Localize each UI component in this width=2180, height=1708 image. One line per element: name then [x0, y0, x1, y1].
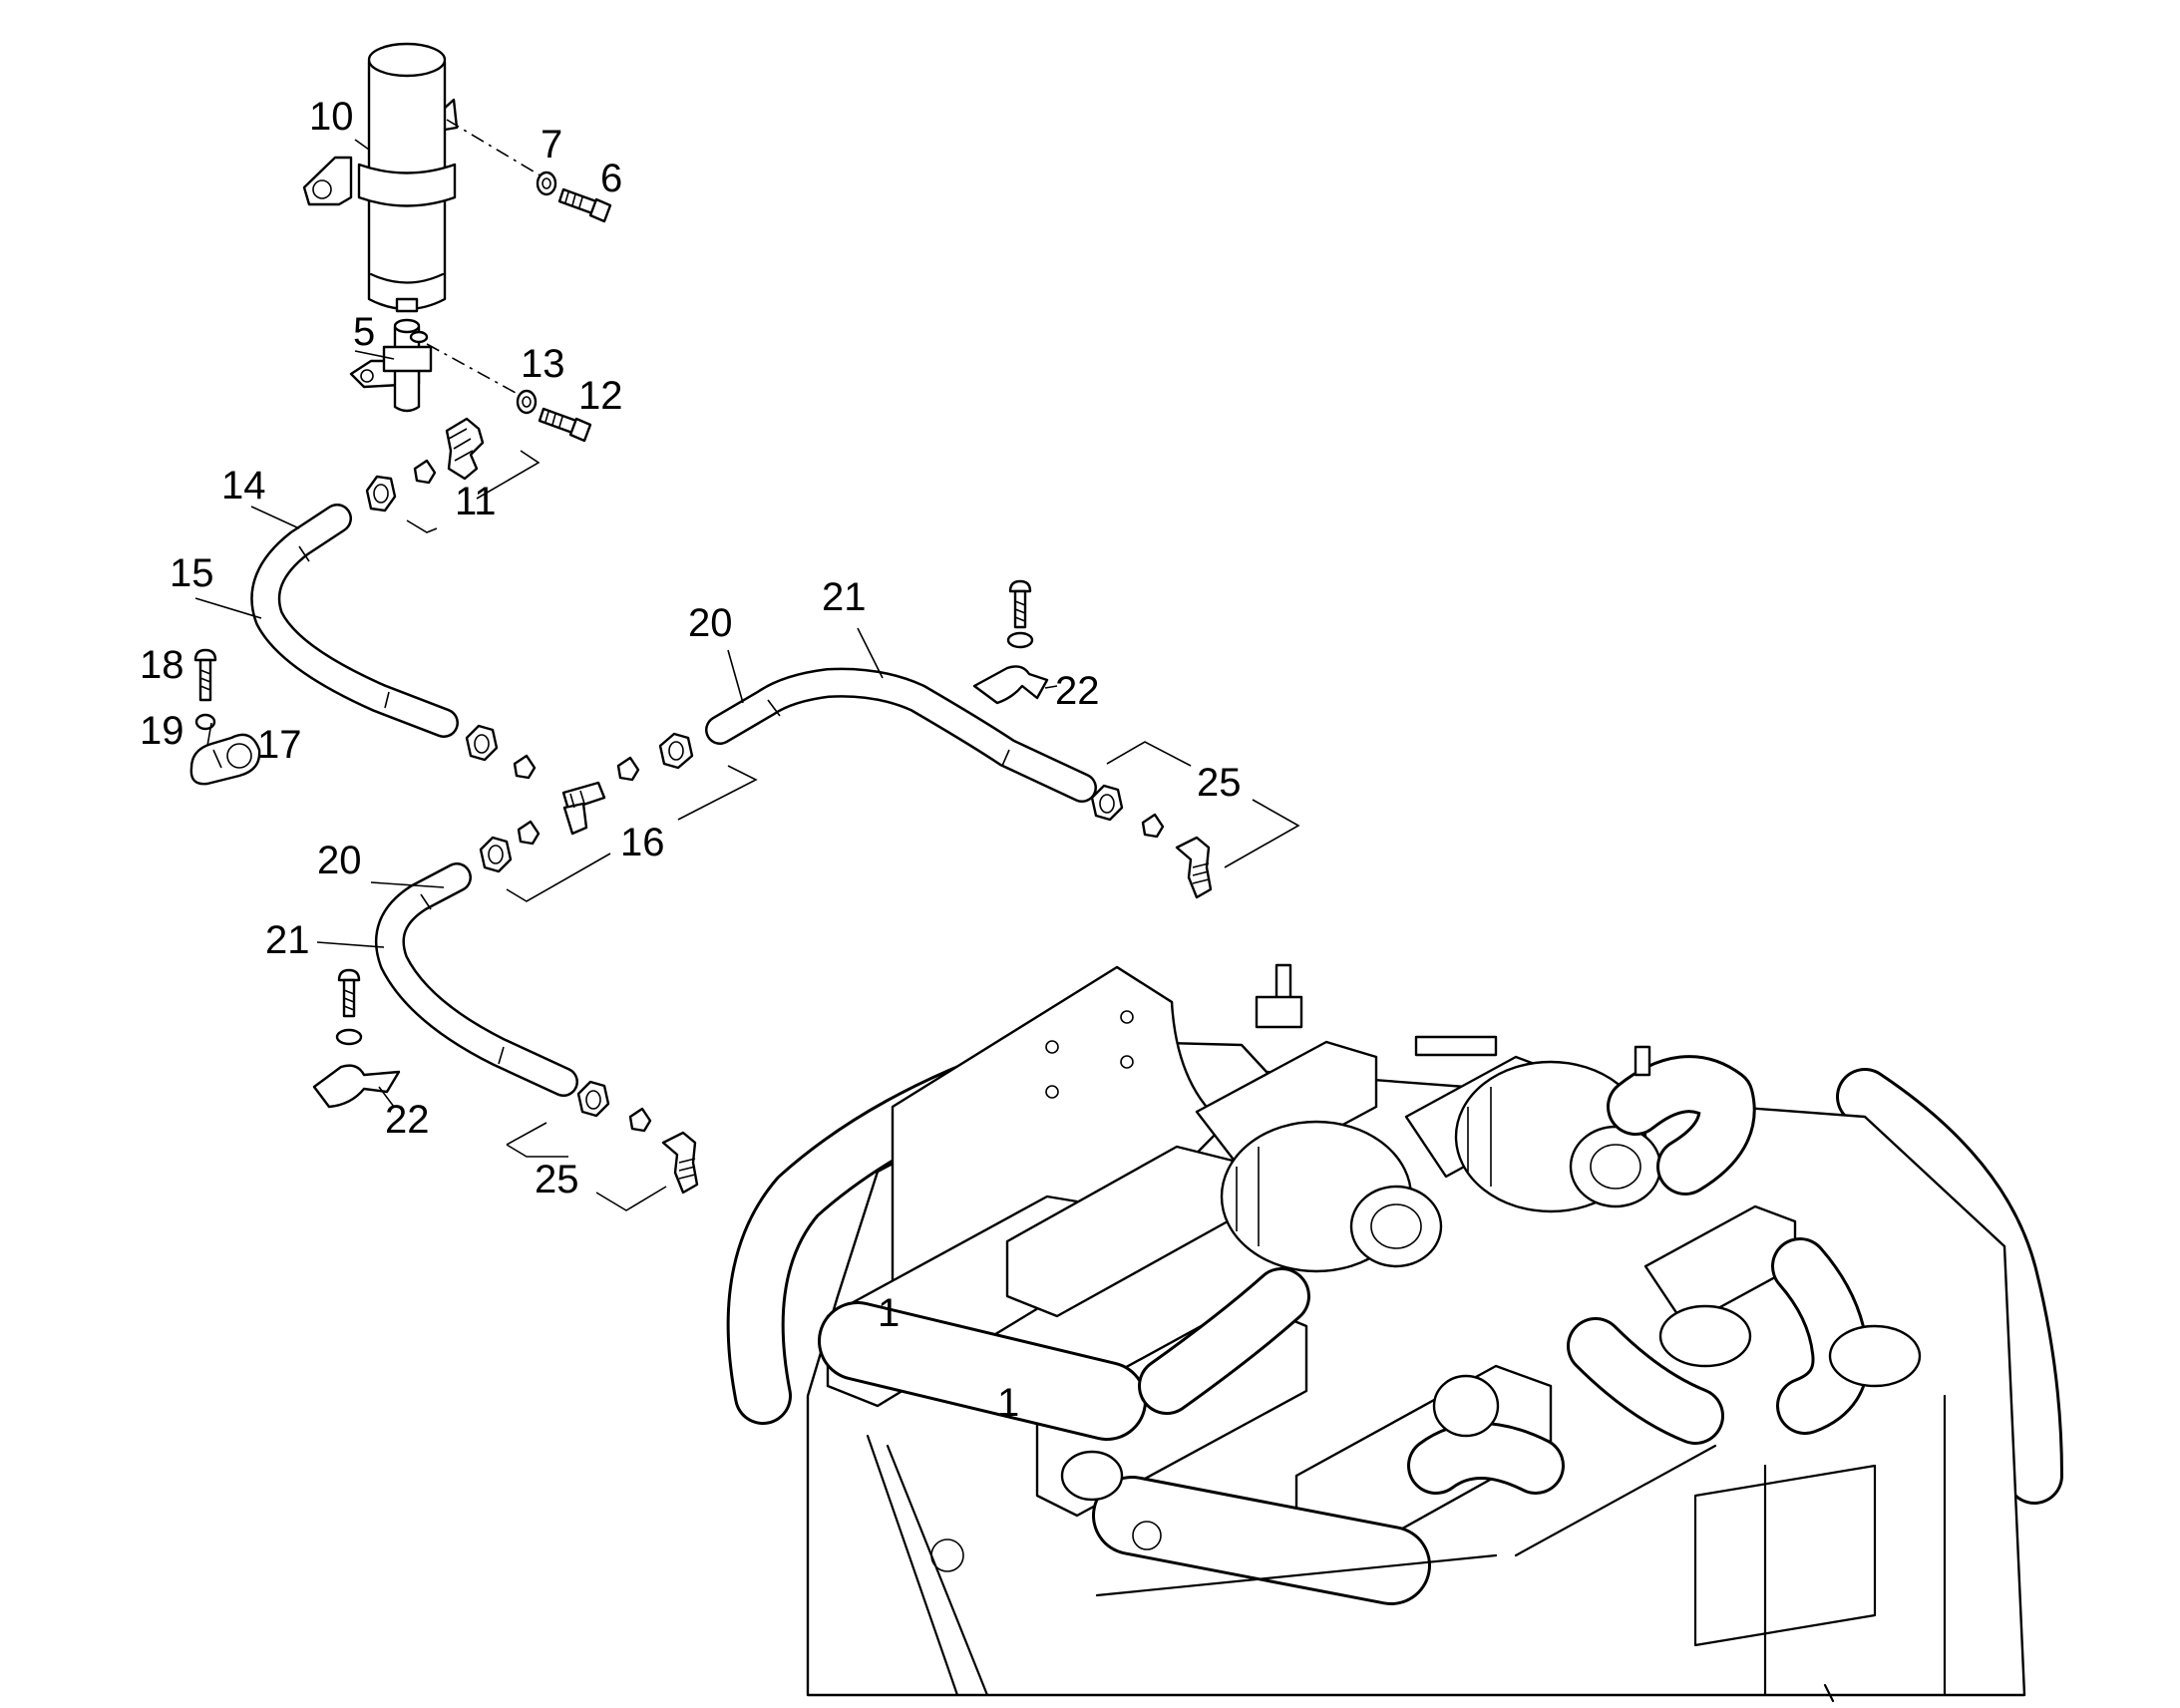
callout-11: 11 — [455, 480, 497, 523]
washer-19 — [194, 713, 216, 731]
alignment-line-upper — [446, 119, 545, 178]
bracket-25-right — [1106, 741, 1192, 767]
callout-17: 17 — [257, 723, 302, 767]
fitting-set-16 — [465, 724, 694, 873]
callout-13: 13 — [521, 342, 565, 386]
callout-12: 12 — [578, 374, 623, 418]
callout-21-upper: 21 — [822, 575, 867, 619]
bracket-11-b — [406, 519, 438, 533]
fitting-set-25-lower — [576, 1080, 699, 1195]
engine-assembly — [726, 963, 2063, 1703]
alignment-line-lower — [426, 343, 528, 400]
callout-1-lower: 1 — [997, 1381, 1019, 1425]
tube-15 — [250, 504, 459, 738]
bracket-25-right-b — [1224, 799, 1300, 868]
bracket-25-lower — [506, 1122, 547, 1146]
tube-21-lower — [374, 862, 578, 1097]
clamp-17 — [189, 733, 261, 786]
bracket-16 — [677, 765, 758, 821]
washer-7 — [536, 171, 557, 196]
callout-20-lower: 20 — [317, 839, 362, 882]
callout-6: 6 — [600, 157, 622, 200]
filter-canister — [302, 42, 459, 313]
bracket-16-b — [506, 853, 611, 902]
bolt-6 — [557, 187, 612, 223]
callout-22-lower: 22 — [385, 1098, 430, 1142]
fitting-set-25-right — [1090, 784, 1213, 899]
clamp-22-lower — [312, 968, 401, 1109]
tube-21-right — [705, 667, 1097, 803]
bracket-11 — [476, 450, 541, 500]
callout-5: 5 — [353, 310, 375, 354]
callout-16: 16 — [620, 821, 665, 864]
callout-10: 10 — [309, 95, 354, 139]
bracket-25-lower-b — [506, 1144, 568, 1158]
callout-25-upper: 25 — [1197, 761, 1242, 805]
callout-1-upper: 1 — [878, 1291, 900, 1335]
bolt-12 — [538, 407, 592, 443]
callout-labels: 10 7 6 5 13 12 14 11 15 18 19 17 20 21 2… — [140, 95, 1242, 1425]
bolt-18 — [193, 648, 217, 702]
callout-18: 18 — [140, 643, 184, 687]
callout-7: 7 — [541, 123, 562, 167]
adapter-bracket — [349, 318, 433, 413]
bracket-25-lower-c — [595, 1186, 667, 1211]
callout-22-upper: 22 — [1055, 669, 1100, 713]
callout-25-lower: 25 — [535, 1158, 579, 1201]
callout-15: 15 — [170, 551, 214, 595]
callout-20-upper: 20 — [688, 601, 733, 645]
callout-14: 14 — [221, 464, 266, 508]
fitting-set-11 — [365, 417, 485, 512]
callout-19: 19 — [140, 709, 184, 753]
washer-13 — [516, 389, 538, 415]
callout-21-lower: 21 — [265, 918, 310, 962]
clamp-22-upper — [972, 579, 1049, 705]
